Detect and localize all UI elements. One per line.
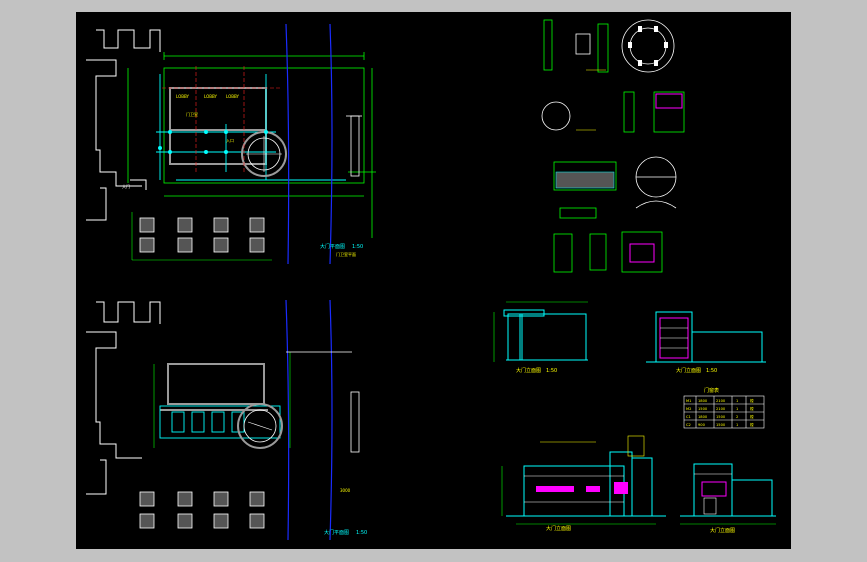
section-right: 大门立面图 1:50 [646,311,766,374]
round-tower-top [241,131,287,177]
schedule-cell: 樘 [750,414,754,419]
red-axis-top [162,66,282,172]
elevation-right: 大门立面图 [680,463,776,534]
section-left-scale: 1:50 [546,368,557,374]
planter-grid-top [139,217,265,253]
elevation-left: 大门立面图 [501,435,666,532]
schedule-cell: 900 [698,423,706,427]
svg-text:门卫室: 门卫室 [186,111,198,117]
plan-top-note: 门卫室平面 [336,251,356,257]
cad-model-space[interactable]: LOBBY LOBBY LOBBY 门卫室 入口 [76,12,791,549]
svg-text:LOBBY: LOBBY [176,94,190,99]
guardhouse-walls [169,87,267,165]
room-labels-top: LOBBY LOBBY LOBBY 门卫室 入口 [176,94,240,143]
schedule-cell: M2 [686,407,691,411]
plan-top-title: 大门平面图 [320,243,345,250]
plan-bottom-title: 大门平面图 [324,529,349,536]
detail-cluster-top [541,19,685,133]
schedule-cell: C2 [686,423,691,427]
planter-grid-bottom [139,491,265,529]
schedule-title: 门窗表 [704,387,719,394]
detail-cluster-mid [553,156,677,273]
road-lines-bottom [285,299,333,541]
schedule-cell: 樘 [750,406,754,411]
guardhouse-walls-bottom [160,363,268,411]
schedule-cell: 1 [736,399,738,403]
planter-dims-top [131,212,272,261]
schedule-cell: M1 [686,399,691,403]
green-dims-bottom [153,352,291,448]
cad-drawing-canvas: LOBBY LOBBY LOBBY 门卫室 入口 [86,19,776,541]
svg-text:入口: 入口 [226,138,234,143]
road-lines-top [285,23,333,265]
marker-label-top: 大门 [122,183,130,189]
schedule-cell: 1 [736,407,738,411]
schedule-cell: 2 [736,415,738,419]
section-left-title: 大门立面图 [516,367,541,374]
schedule-cell: C1 [686,415,691,419]
schedule-cell: 1500 [716,423,726,427]
schedule-cell: 1800 [698,399,708,403]
building-outline-bottom [86,301,161,495]
side-wall-detail-bottom [286,351,360,453]
elev-right-title: 大门立面图 [710,527,735,534]
round-tower-bottom [237,403,283,449]
side-wall-detail-top [346,115,362,177]
schedule-cell: 2100 [716,407,726,411]
schedule-cell: 樘 [750,398,754,403]
plan-top: LOBBY LOBBY LOBBY 门卫室 入口 [86,23,376,265]
door-window-schedule: 门窗表 M1 1800 2100 1 樘 M2 1500 2100 1 [683,387,765,429]
plan-top-frame [127,52,376,238]
plan-bottom: 大门平面图 1:50 3000 [86,299,367,541]
schedule-cell: 2100 [716,399,726,403]
svg-text:LOBBY: LOBBY [204,94,218,99]
schedule-cell: 1800 [698,415,708,419]
canopy-cyan [156,74,346,181]
plan-top-scale: 1:50 [352,244,363,250]
schedule-cell: 1 [736,423,738,427]
elev-left-title: 大门立面图 [546,525,571,532]
column-markers-top [158,130,268,154]
dim-label-bottom: 3000 [340,488,351,493]
schedule-cell: 1500 [716,415,726,419]
svg-text:LOBBY: LOBBY [226,94,240,99]
canopy-cyan-bottom [159,405,281,439]
building-outline-top [86,29,161,221]
schedule-cell: 1500 [698,407,708,411]
schedule-cell: 樘 [750,422,754,427]
plan-bottom-scale: 1:50 [356,530,367,536]
section-right-scale: 1:50 [706,368,717,374]
section-right-title: 大门立面图 [676,367,701,374]
section-left: 大门立面图 1:50 [493,301,588,374]
